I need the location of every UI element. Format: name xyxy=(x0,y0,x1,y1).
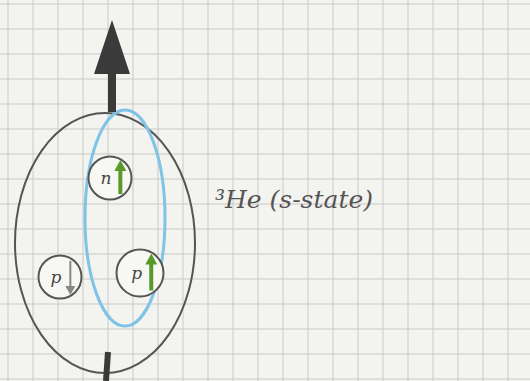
spin-arrow-tail xyxy=(106,352,108,381)
nucleon-circle: p xyxy=(115,248,165,298)
nucleus-label: ³He (s-state) xyxy=(215,185,373,214)
nucleon-circle: n xyxy=(87,155,133,201)
nucleon-letter: p xyxy=(131,263,142,283)
nucleus-outline xyxy=(15,113,195,373)
nucleon-letter: n xyxy=(100,168,111,188)
nucleon-circle: p xyxy=(37,254,83,300)
pair-ellipse xyxy=(85,110,165,326)
spin-arrowhead xyxy=(94,20,130,74)
spin-arrow-shaft xyxy=(108,68,116,112)
nucleon-letter: p xyxy=(50,267,61,287)
nucleus-region: ³He (s-state)npp xyxy=(15,113,195,373)
